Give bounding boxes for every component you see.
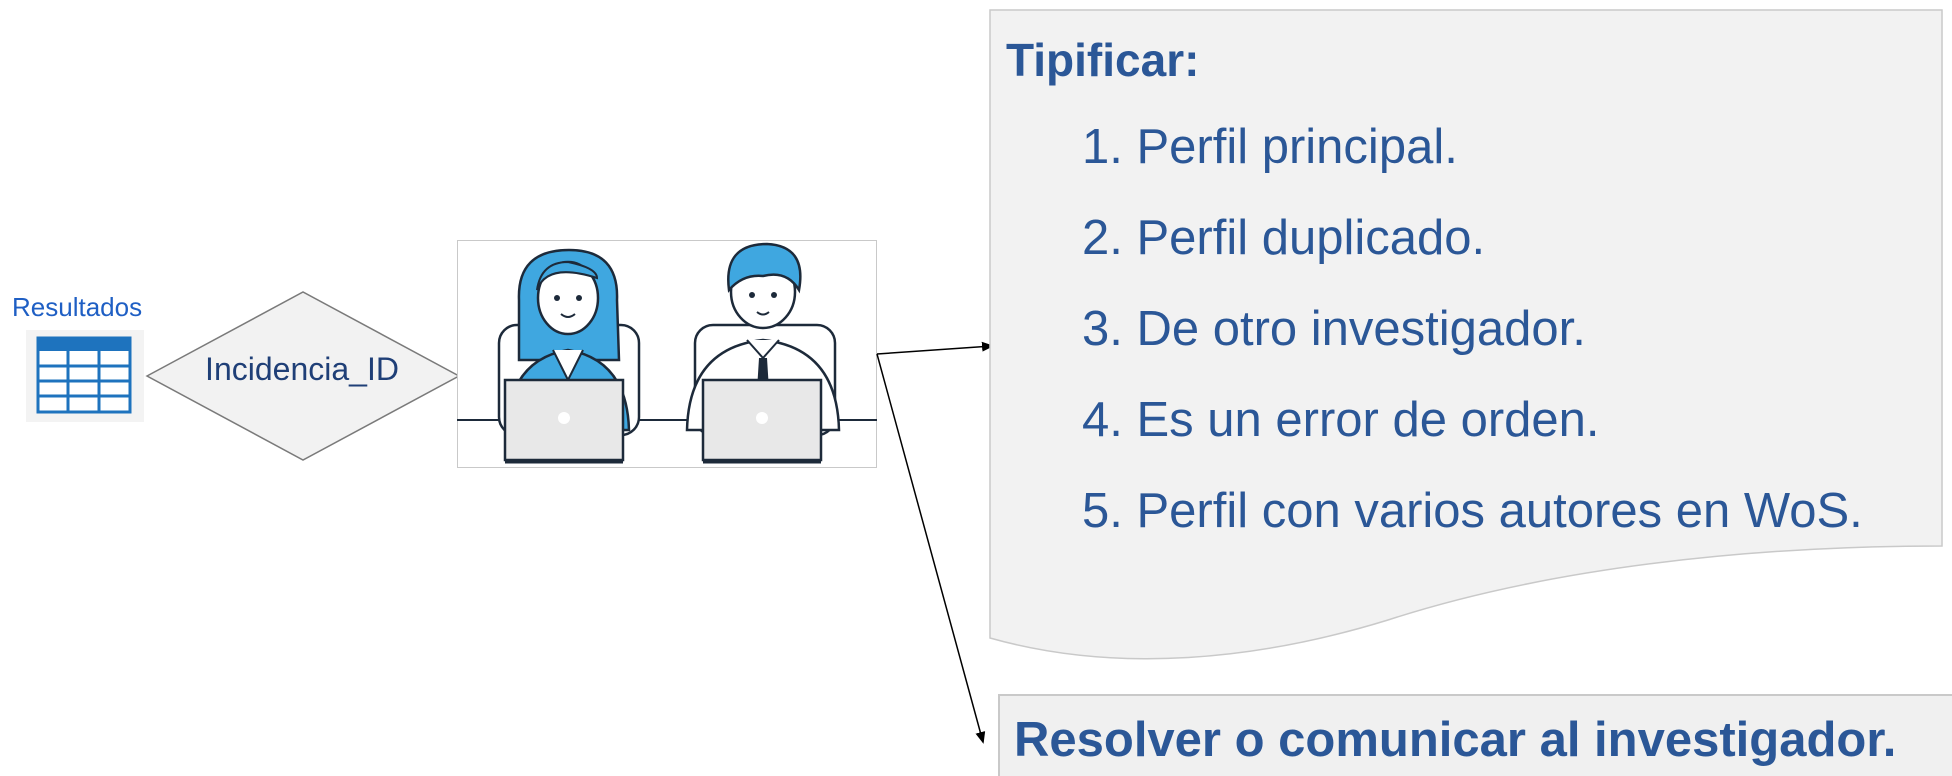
list-item: 5. Perfil con varios autores en WoS. [1082,484,1863,538]
woman-figure [497,248,641,464]
tipificar-title: Tipificar: [1006,34,1200,86]
decision-label: Incidencia_ID [205,351,399,387]
table-icon [26,330,144,422]
tipificar-list: 1. Perfil principal. 2. Perfil duplicado… [1082,118,1863,573]
tipificar-document-shape [989,9,1943,660]
list-item: 2. Perfil duplicado. [1082,211,1486,265]
list-item: 4. Es un error de orden. [1082,393,1600,447]
people-at-laptops-icon [457,240,877,468]
list-item: 1. Perfil principal. [1082,120,1458,174]
arrow-to-tipificar [876,341,994,355]
arrow-to-resolver [876,353,986,744]
man-figure [685,242,841,464]
resultados-label: Resultados [12,292,143,322]
resolver-box [998,694,1952,776]
resolver-label: Resolver o comunicar al investigador. [1014,713,1897,767]
list-item: 3. De otro investigador. [1082,302,1586,356]
